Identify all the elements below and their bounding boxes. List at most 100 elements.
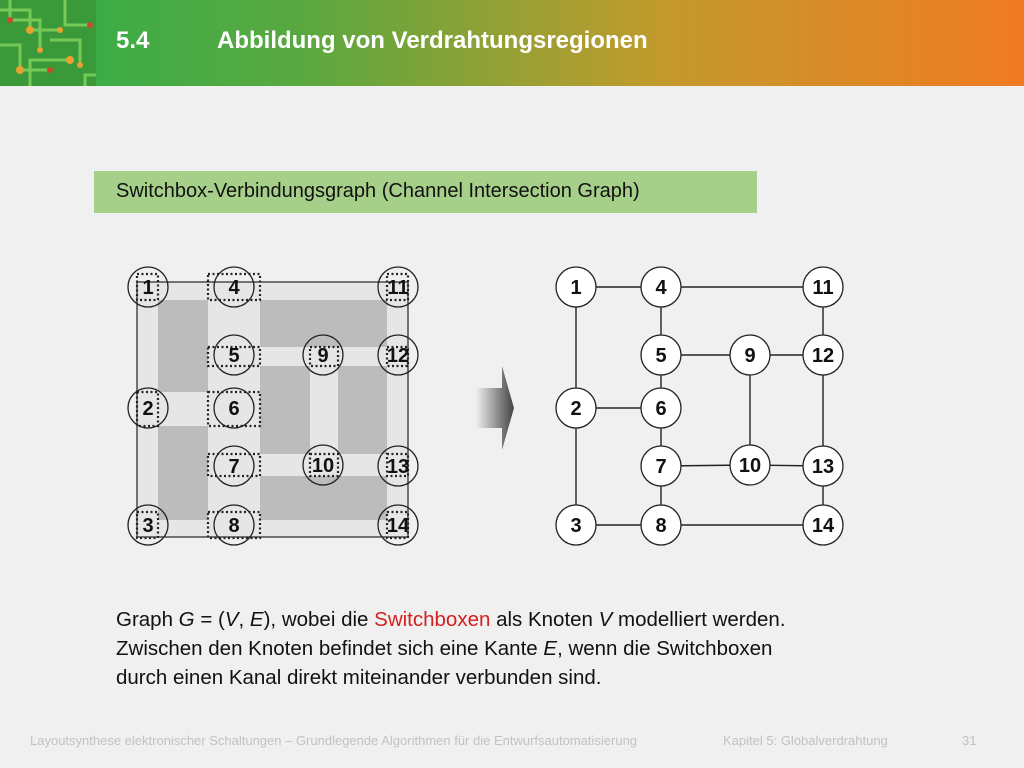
node-label: 3: [142, 515, 153, 537]
node-circle: [640, 266, 682, 308]
graph-node-6: 6: [640, 387, 682, 429]
switchbox-outline: [385, 345, 410, 368]
node-circle: [127, 266, 169, 308]
description-text: Graph G = (V, E), wobei die Switchboxen …: [116, 608, 786, 689]
layout-node-1: 1: [127, 266, 169, 308]
slide-title: 5.4 Abbildung von Verdrahtungsregionen: [116, 27, 648, 55]
node-label: 9: [744, 345, 755, 367]
node-circle: [302, 444, 344, 486]
layout-node-8: 8: [213, 504, 255, 546]
layout-node-10: 10: [302, 444, 344, 486]
graph-node-12: 12: [802, 334, 844, 376]
node-label: 14: [387, 515, 410, 537]
switchbox-outline: [308, 345, 340, 368]
node-label: 10: [739, 455, 761, 477]
node-circle: [377, 504, 419, 546]
node-label: 6: [655, 398, 666, 420]
node-label: 8: [655, 515, 666, 537]
switchbox-outline: [385, 272, 410, 302]
node-label: 13: [812, 456, 834, 478]
highlight-switchboxen: Switchboxen: [374, 608, 491, 631]
node-circle: [127, 387, 169, 429]
subtitle-text: Switchbox-Verbindungsgraph (Channel Inte…: [116, 180, 640, 202]
switchbox-outline: [206, 272, 262, 302]
node-label: 11: [812, 277, 833, 299]
switchbox-outline: [308, 452, 340, 478]
node-label: 3: [570, 515, 581, 537]
graph-node-9: 9: [729, 334, 771, 376]
graph-node-4: 4: [640, 266, 682, 308]
node-circle: [213, 445, 255, 487]
node-circle: [213, 504, 255, 546]
node-circle: [802, 504, 844, 546]
node-label: 9: [317, 345, 328, 367]
cell-block: [260, 300, 387, 347]
footer-chapter: Kapitel 5: Globalverdrahtung: [723, 733, 888, 748]
node-circle: [729, 444, 771, 486]
switchbox-outline: [135, 510, 160, 540]
cell-block: [158, 426, 208, 520]
cell-block: [260, 366, 310, 454]
layout-node-5: 5: [213, 334, 255, 376]
graph-node-13: 13: [802, 445, 844, 487]
layout-node-11: 11: [377, 266, 419, 308]
switchbox-outline: [385, 510, 410, 540]
graph-node-7: 7: [640, 445, 682, 487]
layout-node-7: 7: [213, 445, 255, 487]
switchbox-outline: [135, 272, 160, 302]
cell-block: [260, 476, 387, 520]
node-label: 4: [228, 277, 240, 299]
transform-arrow: [476, 366, 514, 450]
layout-node-3: 3: [127, 504, 169, 546]
header-bar: 5.4 Abbildung von Verdrahtungsregionen: [0, 0, 1024, 86]
node-label: 11: [387, 277, 408, 299]
node-circle: [377, 334, 419, 376]
layout-node-14: 14: [377, 504, 419, 546]
node-label: 2: [142, 398, 153, 420]
node-label: 8: [228, 515, 239, 537]
subtitle-box: Switchbox-Verbindungsgraph (Channel Inte…: [94, 171, 757, 213]
switchbox-outline: [206, 452, 262, 478]
cell-block: [338, 366, 387, 454]
layout-node-2: 2: [127, 387, 169, 429]
layout-node-12: 12: [377, 334, 419, 376]
node-label: 2: [570, 398, 581, 420]
layout-node-4: 4: [213, 266, 255, 308]
node-label: 4: [655, 277, 667, 299]
node-label: 12: [812, 345, 834, 367]
graph-node-8: 8: [640, 504, 682, 546]
section-title: Abbildung von Verdrahtungsregionen: [217, 27, 648, 54]
graph-node-3: 3: [555, 504, 597, 546]
node-circle: [555, 387, 597, 429]
node-circle: [640, 387, 682, 429]
node-circle: [802, 266, 844, 308]
node-circle: [802, 334, 844, 376]
node-circle: [377, 266, 419, 308]
section-number: 5.4: [116, 27, 150, 54]
switchbox-outline: [206, 510, 262, 540]
node-circle: [640, 334, 682, 376]
footer-page-number: 31: [962, 733, 977, 748]
layout-node-13: 13: [377, 445, 419, 487]
node-circle: [213, 266, 255, 308]
layout-node-6: 6: [213, 387, 255, 429]
graph-node-10: 10: [729, 444, 771, 486]
node-circle: [127, 504, 169, 546]
node-label: 12: [387, 345, 409, 367]
graph-node-5: 5: [640, 334, 682, 376]
node-circle: [802, 445, 844, 487]
node-circle: [302, 334, 344, 376]
node-label: 10: [312, 455, 334, 477]
node-circle: [377, 445, 419, 487]
node-label: 14: [812, 515, 835, 537]
node-circle: [555, 266, 597, 308]
circuit-pattern-logo: [0, 0, 96, 86]
node-label: 7: [228, 456, 239, 478]
node-label: 5: [228, 345, 239, 367]
node-label: 13: [387, 456, 409, 478]
node-label: 7: [655, 456, 666, 478]
layout-node-9: 9: [302, 334, 344, 376]
